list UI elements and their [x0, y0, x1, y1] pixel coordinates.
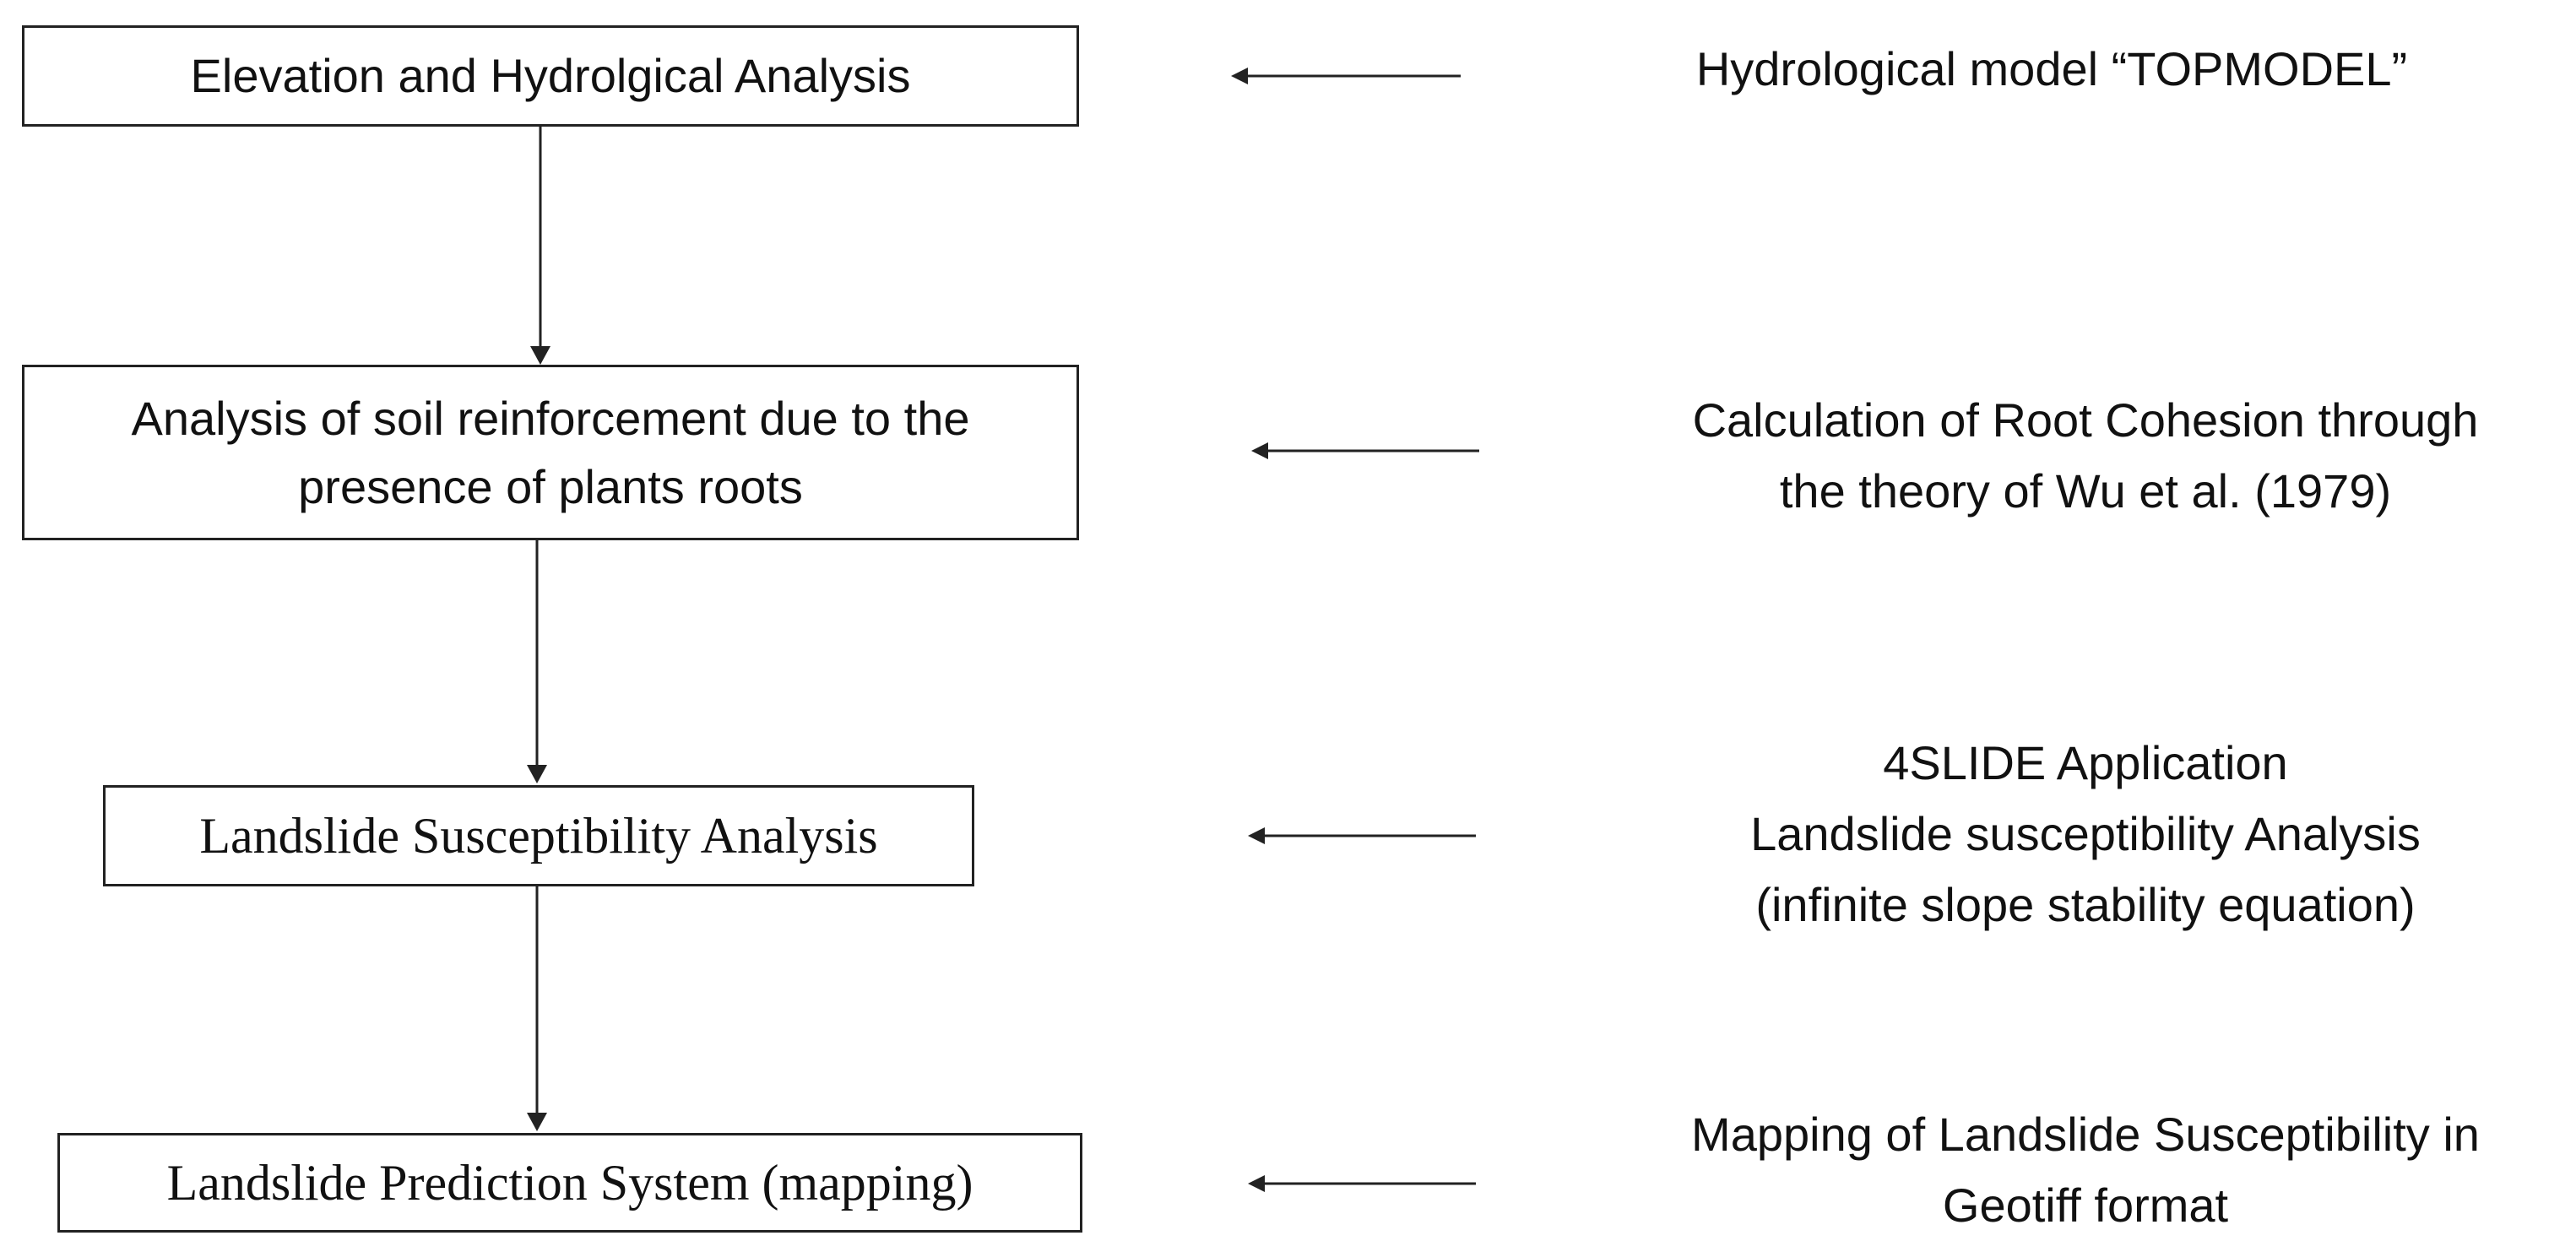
note-topmodel: Hydrological model “TOPMODEL” [1587, 34, 2516, 105]
input-arrowhead-3 [1248, 827, 1265, 844]
step-box-susceptibility: Landslide Susceptibility Analysis [103, 785, 974, 886]
flow-arrowhead-2 [527, 765, 547, 783]
note-line: the theory of Wu et al. (1979) [1779, 464, 2392, 518]
input-arrowhead-4 [1248, 1175, 1265, 1192]
note-line: (infinite slope stability equation) [1755, 878, 2416, 931]
step-box-label: presence of plants roots [298, 460, 803, 513]
note-line: 4SLIDE Application [1883, 736, 2288, 789]
note-line: Landslide susceptibility Analysis [1750, 807, 2421, 860]
input-arrowhead-2 [1251, 442, 1268, 459]
step-box-label: Elevation and Hydrolgical Analysis [190, 49, 911, 103]
note-line: Mapping of Landslide Susceptibility in [1691, 1108, 2480, 1161]
note-line: Hydrological model “TOPMODEL” [1695, 42, 2408, 95]
flow-arrowhead-1 [530, 346, 550, 365]
note-line: Geotiff format [1942, 1179, 2229, 1232]
step-box-label: Landslide Susceptibility Analysis [199, 807, 878, 864]
step-box-label: Analysis of soil reinforcement due to th… [131, 391, 970, 445]
note-line: Calculation of Root Cohesion through [1692, 393, 2479, 447]
step-box-elevation: Elevation and Hydrolgical Analysis [22, 25, 1079, 127]
note-mapping: Mapping of Landslide Susceptibility in G… [1604, 1099, 2567, 1241]
step-box-prediction: Landslide Prediction System (mapping) [57, 1133, 1082, 1233]
note-root-cohesion: Calculation of Root Cohesion through the… [1604, 385, 2567, 527]
note-4slide: 4SLIDE Application Landslide susceptibil… [1604, 728, 2567, 940]
flow-arrowhead-3 [527, 1113, 547, 1131]
step-box-soil-reinforcement: Analysis of soil reinforcement due to th… [22, 365, 1079, 540]
step-box-label: Landslide Prediction System (mapping) [166, 1154, 973, 1211]
input-arrowhead-1 [1231, 68, 1248, 84]
